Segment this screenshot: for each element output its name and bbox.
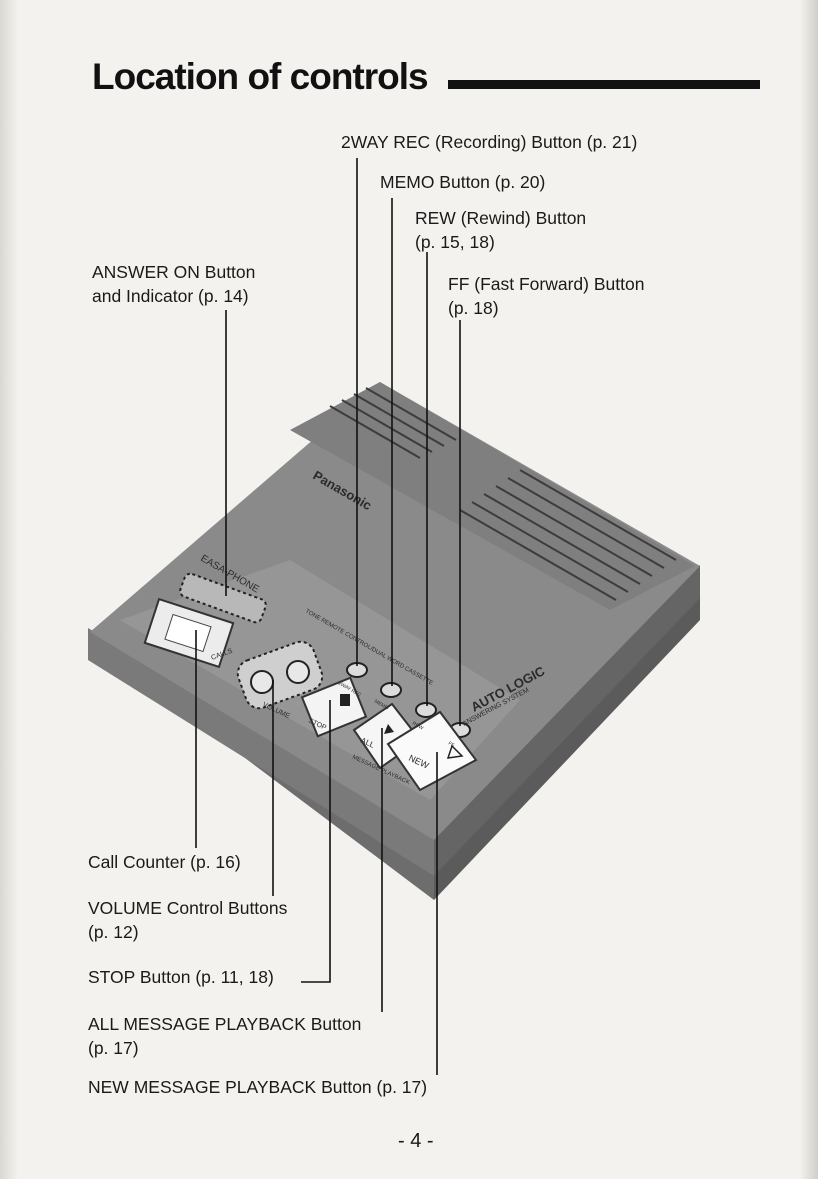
volume-up-button[interactable] bbox=[286, 660, 310, 684]
label-twoway-rec: 2WAY REC (Recording) Button (p. 21) bbox=[341, 130, 637, 154]
label-stop-line1: STOP Button (p. 11, 18) bbox=[88, 967, 274, 987]
stop-button[interactable] bbox=[300, 676, 368, 738]
page-number: - 4 - bbox=[398, 1130, 434, 1152]
new-playback-icon bbox=[446, 744, 464, 759]
label-all-playback-line1: ALL MESSAGE PLAYBACK Button bbox=[88, 1014, 362, 1034]
label-volume-line2: (p. 12) bbox=[88, 922, 139, 942]
call-counter-display bbox=[164, 613, 212, 653]
label-ff-line2: (p. 18) bbox=[448, 298, 499, 318]
device-side-front bbox=[88, 628, 434, 876]
leader-stop bbox=[301, 700, 331, 983]
label-answer-on: ANSWER ON Button and Indicator (p. 14) bbox=[92, 260, 255, 308]
label-rew: REW (Rewind) Button (p. 15, 18) bbox=[415, 206, 586, 254]
label-answer-on-line2: and Indicator (p. 14) bbox=[92, 286, 249, 306]
rew-button[interactable] bbox=[415, 702, 437, 718]
label-memo: MEMO Button (p. 20) bbox=[380, 170, 545, 194]
label-new-playback-line1: NEW MESSAGE PLAYBACK Button (p. 17) bbox=[88, 1077, 428, 1097]
label-all-playback-line2: (p. 17) bbox=[88, 1038, 139, 1058]
ff-btn-text: FF bbox=[447, 741, 455, 749]
page-title: Location of controls bbox=[92, 56, 429, 97]
all-playback-icon bbox=[384, 724, 394, 734]
label-answer-on-line1: ANSWER ON Button bbox=[92, 262, 256, 282]
label-call-counter-line1: Call Counter (p. 16) bbox=[88, 852, 241, 872]
leader-lines bbox=[195, 158, 461, 1075]
label-ff-line1: FF (Fast Forward) Button bbox=[448, 274, 645, 294]
label-all-playback: ALL MESSAGE PLAYBACK Button (p. 17) bbox=[88, 1012, 361, 1060]
memo-button[interactable] bbox=[380, 682, 402, 698]
label-call-counter: Call Counter (p. 16) bbox=[88, 850, 241, 874]
label-stop: STOP Button (p. 11, 18) bbox=[88, 965, 274, 989]
page-edge-right bbox=[800, 0, 818, 1179]
label-rew-line1: REW (Rewind) Button bbox=[415, 208, 587, 228]
label-new-playback: NEW MESSAGE PLAYBACK Button (p. 17) bbox=[88, 1075, 427, 1099]
rew-btn-text: REW bbox=[411, 721, 424, 732]
label-twoway-rec-line1: 2WAY REC (Recording) Button (p. 21) bbox=[341, 132, 638, 152]
label-volume-line1: VOLUME Control Buttons bbox=[88, 898, 288, 918]
label-memo-line1: MEMO Button (p. 20) bbox=[380, 172, 546, 192]
stop-icon bbox=[340, 694, 350, 706]
label-ff: FF (Fast Forward) Button (p. 18) bbox=[448, 272, 644, 320]
label-rew-line2: (p. 15, 18) bbox=[415, 232, 495, 252]
page-edge-left bbox=[0, 0, 18, 1179]
title-rule bbox=[448, 80, 760, 89]
new-playback-button[interactable] bbox=[386, 710, 478, 792]
device-side-right bbox=[434, 565, 700, 876]
answer-on-indicator[interactable] bbox=[178, 572, 267, 624]
label-volume: VOLUME Control Buttons (p. 12) bbox=[88, 896, 287, 944]
volume-down-button[interactable] bbox=[250, 670, 274, 694]
